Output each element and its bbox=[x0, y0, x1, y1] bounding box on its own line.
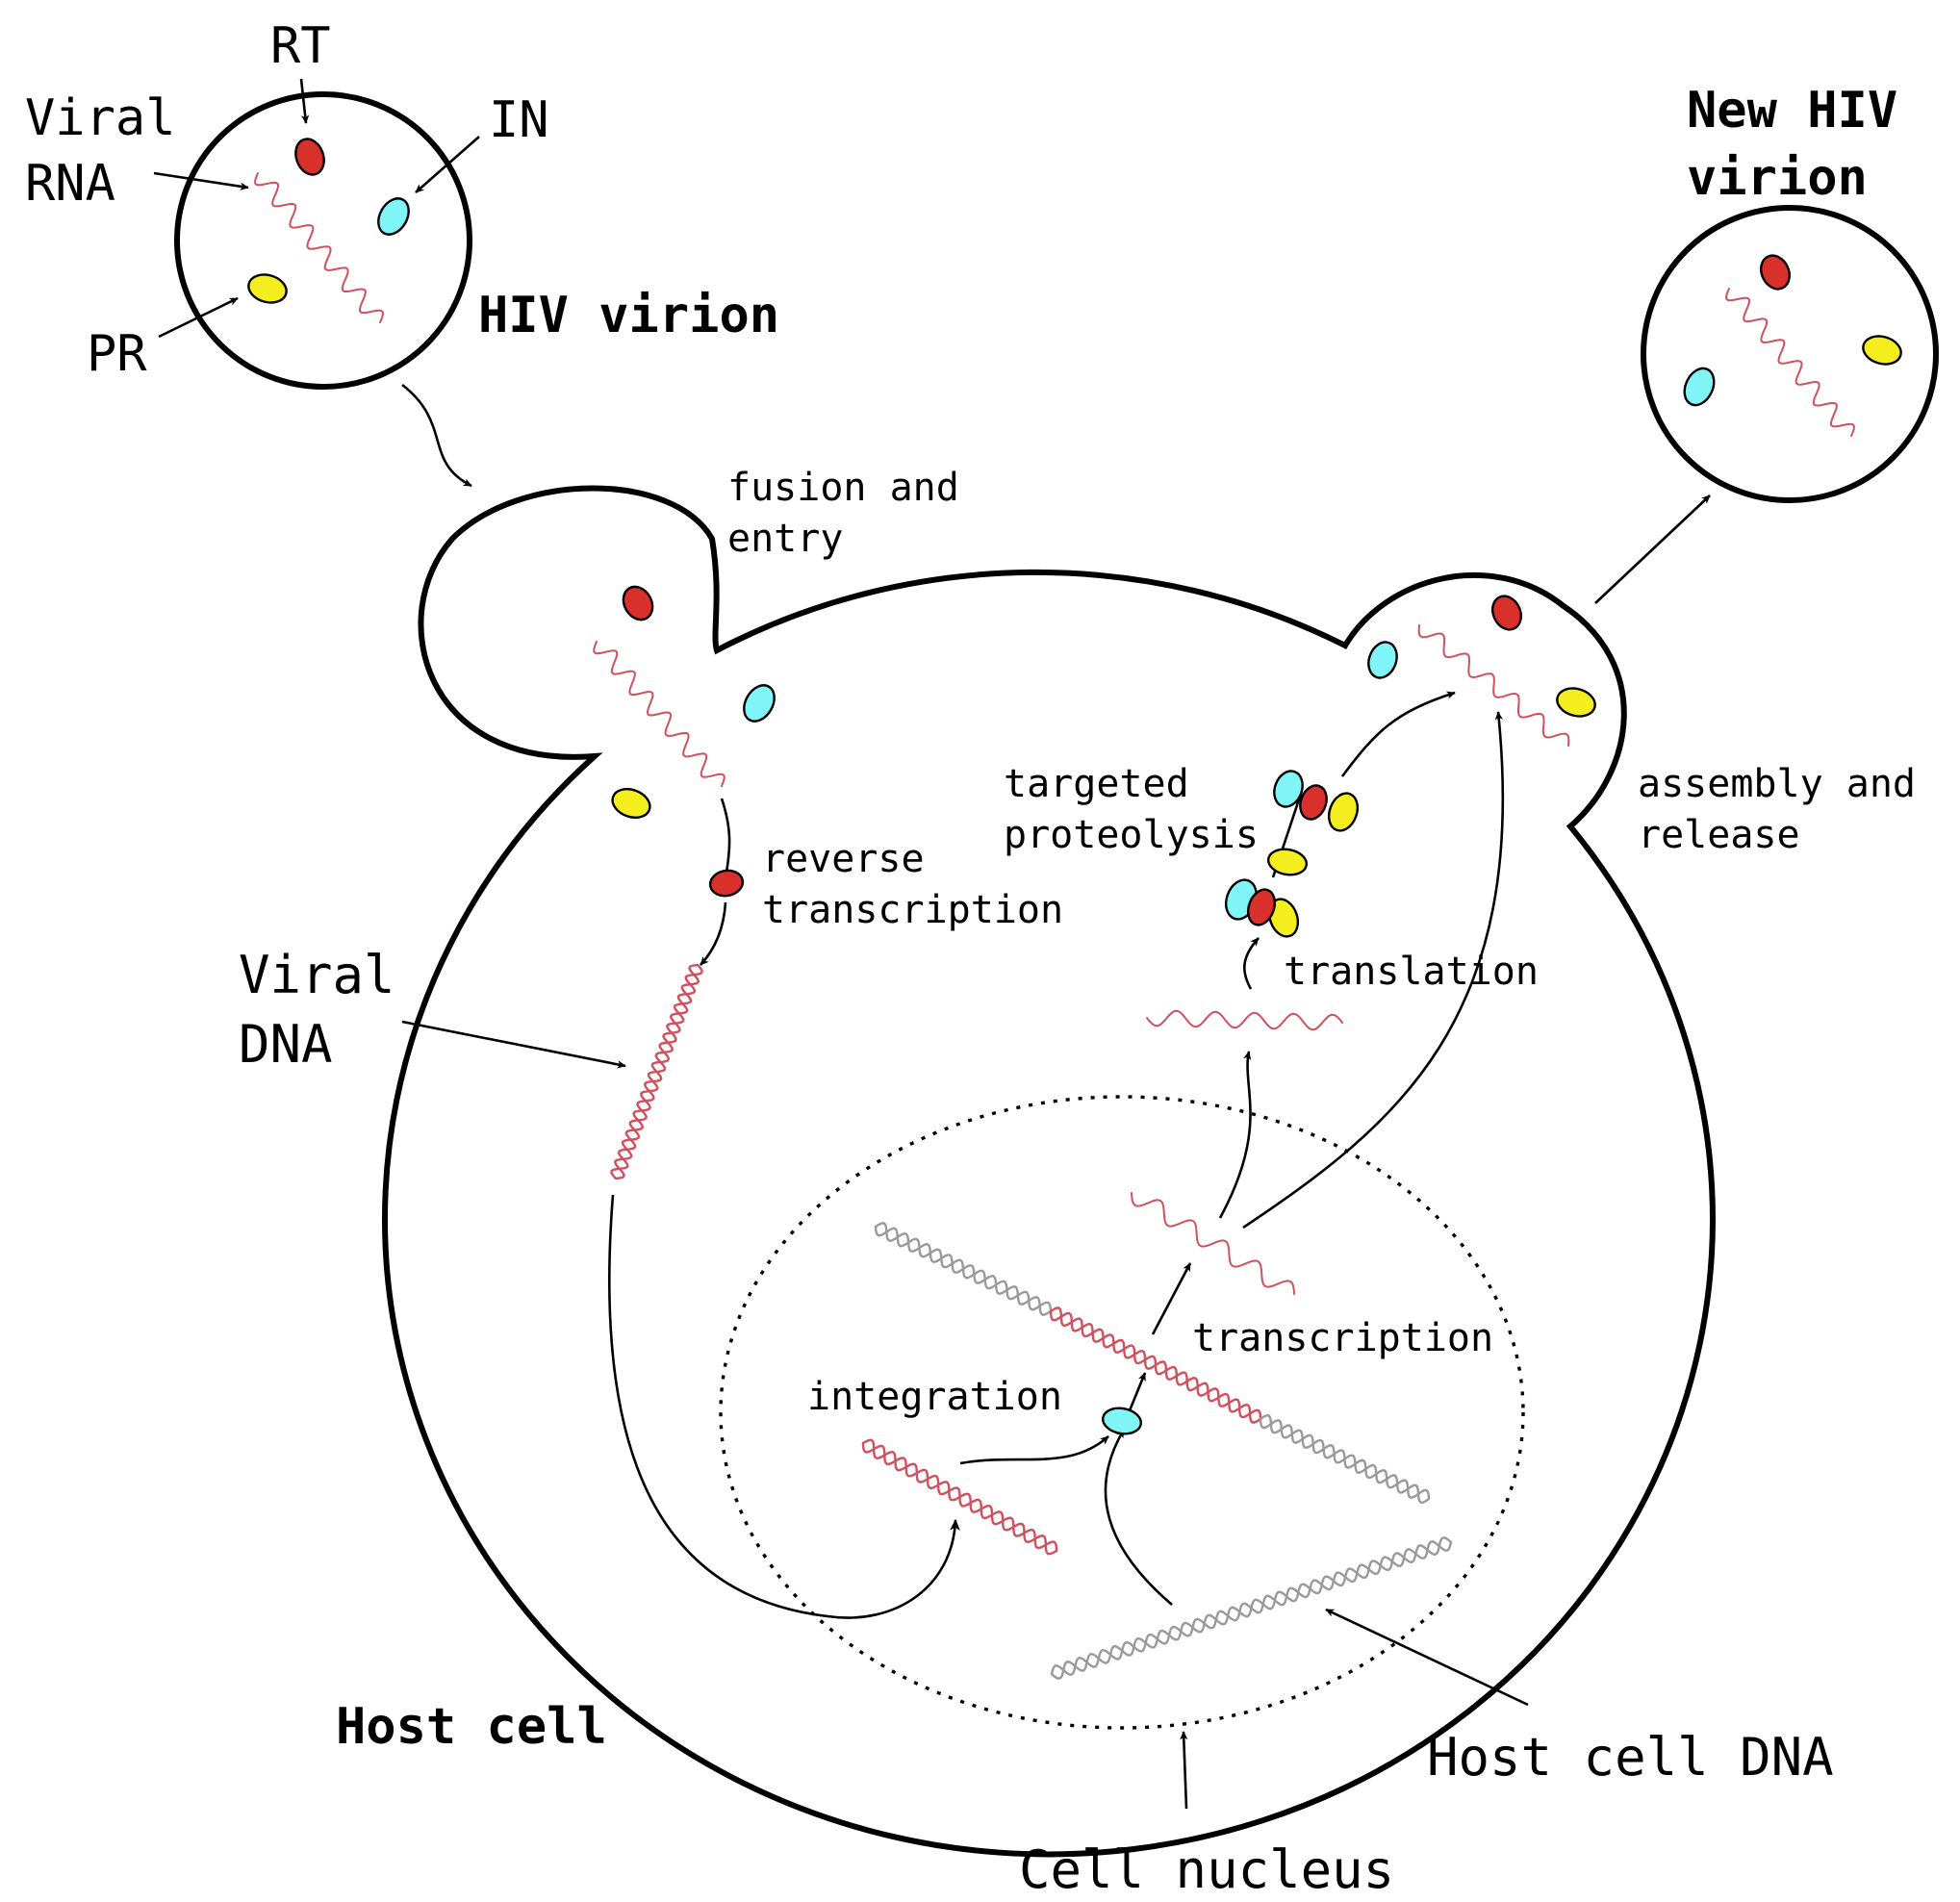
cell-nucleus-envelope bbox=[719, 1095, 1525, 1730]
label-translation: translation bbox=[1284, 950, 1539, 994]
label-hiv-virion: HIV virion bbox=[478, 287, 779, 344]
integrated-host-dna-helix bbox=[1259, 1413, 1431, 1505]
arrow-rna-to-translation bbox=[1218, 1051, 1252, 1219]
in-enzyme-icon bbox=[743, 684, 776, 723]
label-new-hiv-virion-line1: New HIV bbox=[1687, 82, 1897, 139]
rna-strands bbox=[254, 172, 1855, 1295]
arrow-nucleus-pointer bbox=[1180, 1731, 1188, 1810]
pr-enzyme-icon bbox=[1556, 687, 1596, 718]
pr-enzyme-icon bbox=[247, 273, 288, 304]
label-in: IN bbox=[489, 91, 549, 149]
label-assembly-line1: assembly and bbox=[1638, 762, 1916, 806]
label-viral-dna-line1: Viral bbox=[239, 945, 395, 1005]
arrow-rna-to-assembly bbox=[1242, 711, 1505, 1230]
arrow-rt-pointer bbox=[299, 78, 310, 124]
pr-enzyme-icon bbox=[1266, 848, 1309, 876]
arrow-integration bbox=[959, 1435, 1109, 1465]
arrow-pr-pointer bbox=[158, 296, 239, 339]
viral-rna-strand bbox=[1146, 1009, 1343, 1031]
arrow-transcription bbox=[1151, 1262, 1192, 1335]
in-enzyme-icon bbox=[1683, 367, 1716, 407]
pr-enzyme-icon bbox=[611, 787, 651, 820]
rt-enzyme-icon bbox=[1246, 888, 1277, 926]
in-enzyme-icon bbox=[1101, 1407, 1143, 1435]
arrow-reverse-transcription bbox=[700, 798, 731, 965]
rt-enzyme-icon bbox=[1299, 784, 1328, 821]
label-reverse-transcription-line2: transcription bbox=[762, 888, 1063, 932]
dna-helices bbox=[610, 963, 1453, 1680]
viral-rna-strand bbox=[593, 641, 725, 787]
label-fusion-line1: fusion and bbox=[727, 466, 959, 510]
label-host-cell: Host cell bbox=[336, 1698, 607, 1756]
viral-dna-helix bbox=[610, 963, 703, 1180]
arrow-host-dna-to-integration bbox=[1104, 1429, 1173, 1606]
label-fusion-line2: entry bbox=[727, 517, 843, 561]
arrow-proteins-to-assembly bbox=[1340, 691, 1456, 777]
viral-rna-strand bbox=[1725, 288, 1855, 437]
rt-enzyme-icon bbox=[294, 138, 325, 176]
host-cell-membrane bbox=[382, 485, 1716, 1858]
label-host-cell-dna: Host cell DNA bbox=[1427, 1727, 1834, 1788]
host-cell-dna-helix bbox=[1050, 1540, 1453, 1676]
in-enzyme-icon bbox=[377, 197, 410, 236]
label-cell-nucleus: Cell nucleus bbox=[1019, 1839, 1394, 1900]
arrow-viral-rna-pointer bbox=[153, 171, 249, 190]
label-rt: RT bbox=[270, 17, 331, 75]
label-assembly-line2: release bbox=[1638, 813, 1800, 857]
arrow-release-to-new-virion bbox=[1594, 495, 1711, 604]
rt-enzyme-icon bbox=[708, 869, 745, 898]
label-integration: integration bbox=[807, 1375, 1062, 1419]
integrated-host-dna-helix bbox=[1049, 1306, 1262, 1424]
pr-enzyme-icon bbox=[1862, 335, 1902, 366]
label-new-hiv-virion-line2: virion bbox=[1687, 149, 1868, 207]
rt-enzyme-icon bbox=[1491, 595, 1522, 631]
arrow-in-pointer bbox=[415, 136, 480, 193]
viral-rna-strand bbox=[254, 172, 384, 323]
label-targeted-proteolysis-line1: targeted bbox=[1004, 762, 1189, 806]
viral-rna-strand bbox=[1417, 624, 1570, 747]
label-reverse-transcription-line1: reverse bbox=[762, 837, 925, 881]
integrated-host-dna-helix bbox=[874, 1222, 1053, 1316]
in-enzyme-icon bbox=[1367, 641, 1398, 679]
pr-enzyme-icon bbox=[1267, 898, 1300, 938]
in-enzyme-icon bbox=[1273, 770, 1304, 808]
hiv-virion bbox=[174, 91, 472, 390]
rt-enzyme-icon bbox=[622, 585, 654, 621]
viral-enzymes bbox=[247, 138, 1902, 1435]
label-viral-rna-line1: Viral bbox=[25, 89, 176, 147]
viral-dna-helix bbox=[861, 1438, 1058, 1556]
label-pr: PR bbox=[87, 325, 147, 383]
new-hiv-virion bbox=[1641, 205, 1939, 503]
pr-enzyme-icon bbox=[1327, 792, 1360, 832]
arrow-translation bbox=[1243, 937, 1260, 990]
arrow-virion-to-cell bbox=[401, 383, 472, 488]
arrow-viral-dna-into-nucleus bbox=[607, 1194, 960, 1619]
arrow-host-dna-pointer bbox=[1325, 1608, 1529, 1707]
label-targeted-proteolysis-line2: proteolysis bbox=[1004, 813, 1259, 857]
label-transcription: transcription bbox=[1192, 1316, 1493, 1360]
arrow-viral-dna-pointer bbox=[401, 1020, 626, 1069]
label-viral-rna-line2: RNA bbox=[25, 155, 115, 213]
viral-rna-strand bbox=[1131, 1192, 1295, 1295]
rt-enzyme-icon bbox=[1760, 254, 1791, 291]
label-viral-dna-line2: DNA bbox=[239, 1014, 333, 1075]
